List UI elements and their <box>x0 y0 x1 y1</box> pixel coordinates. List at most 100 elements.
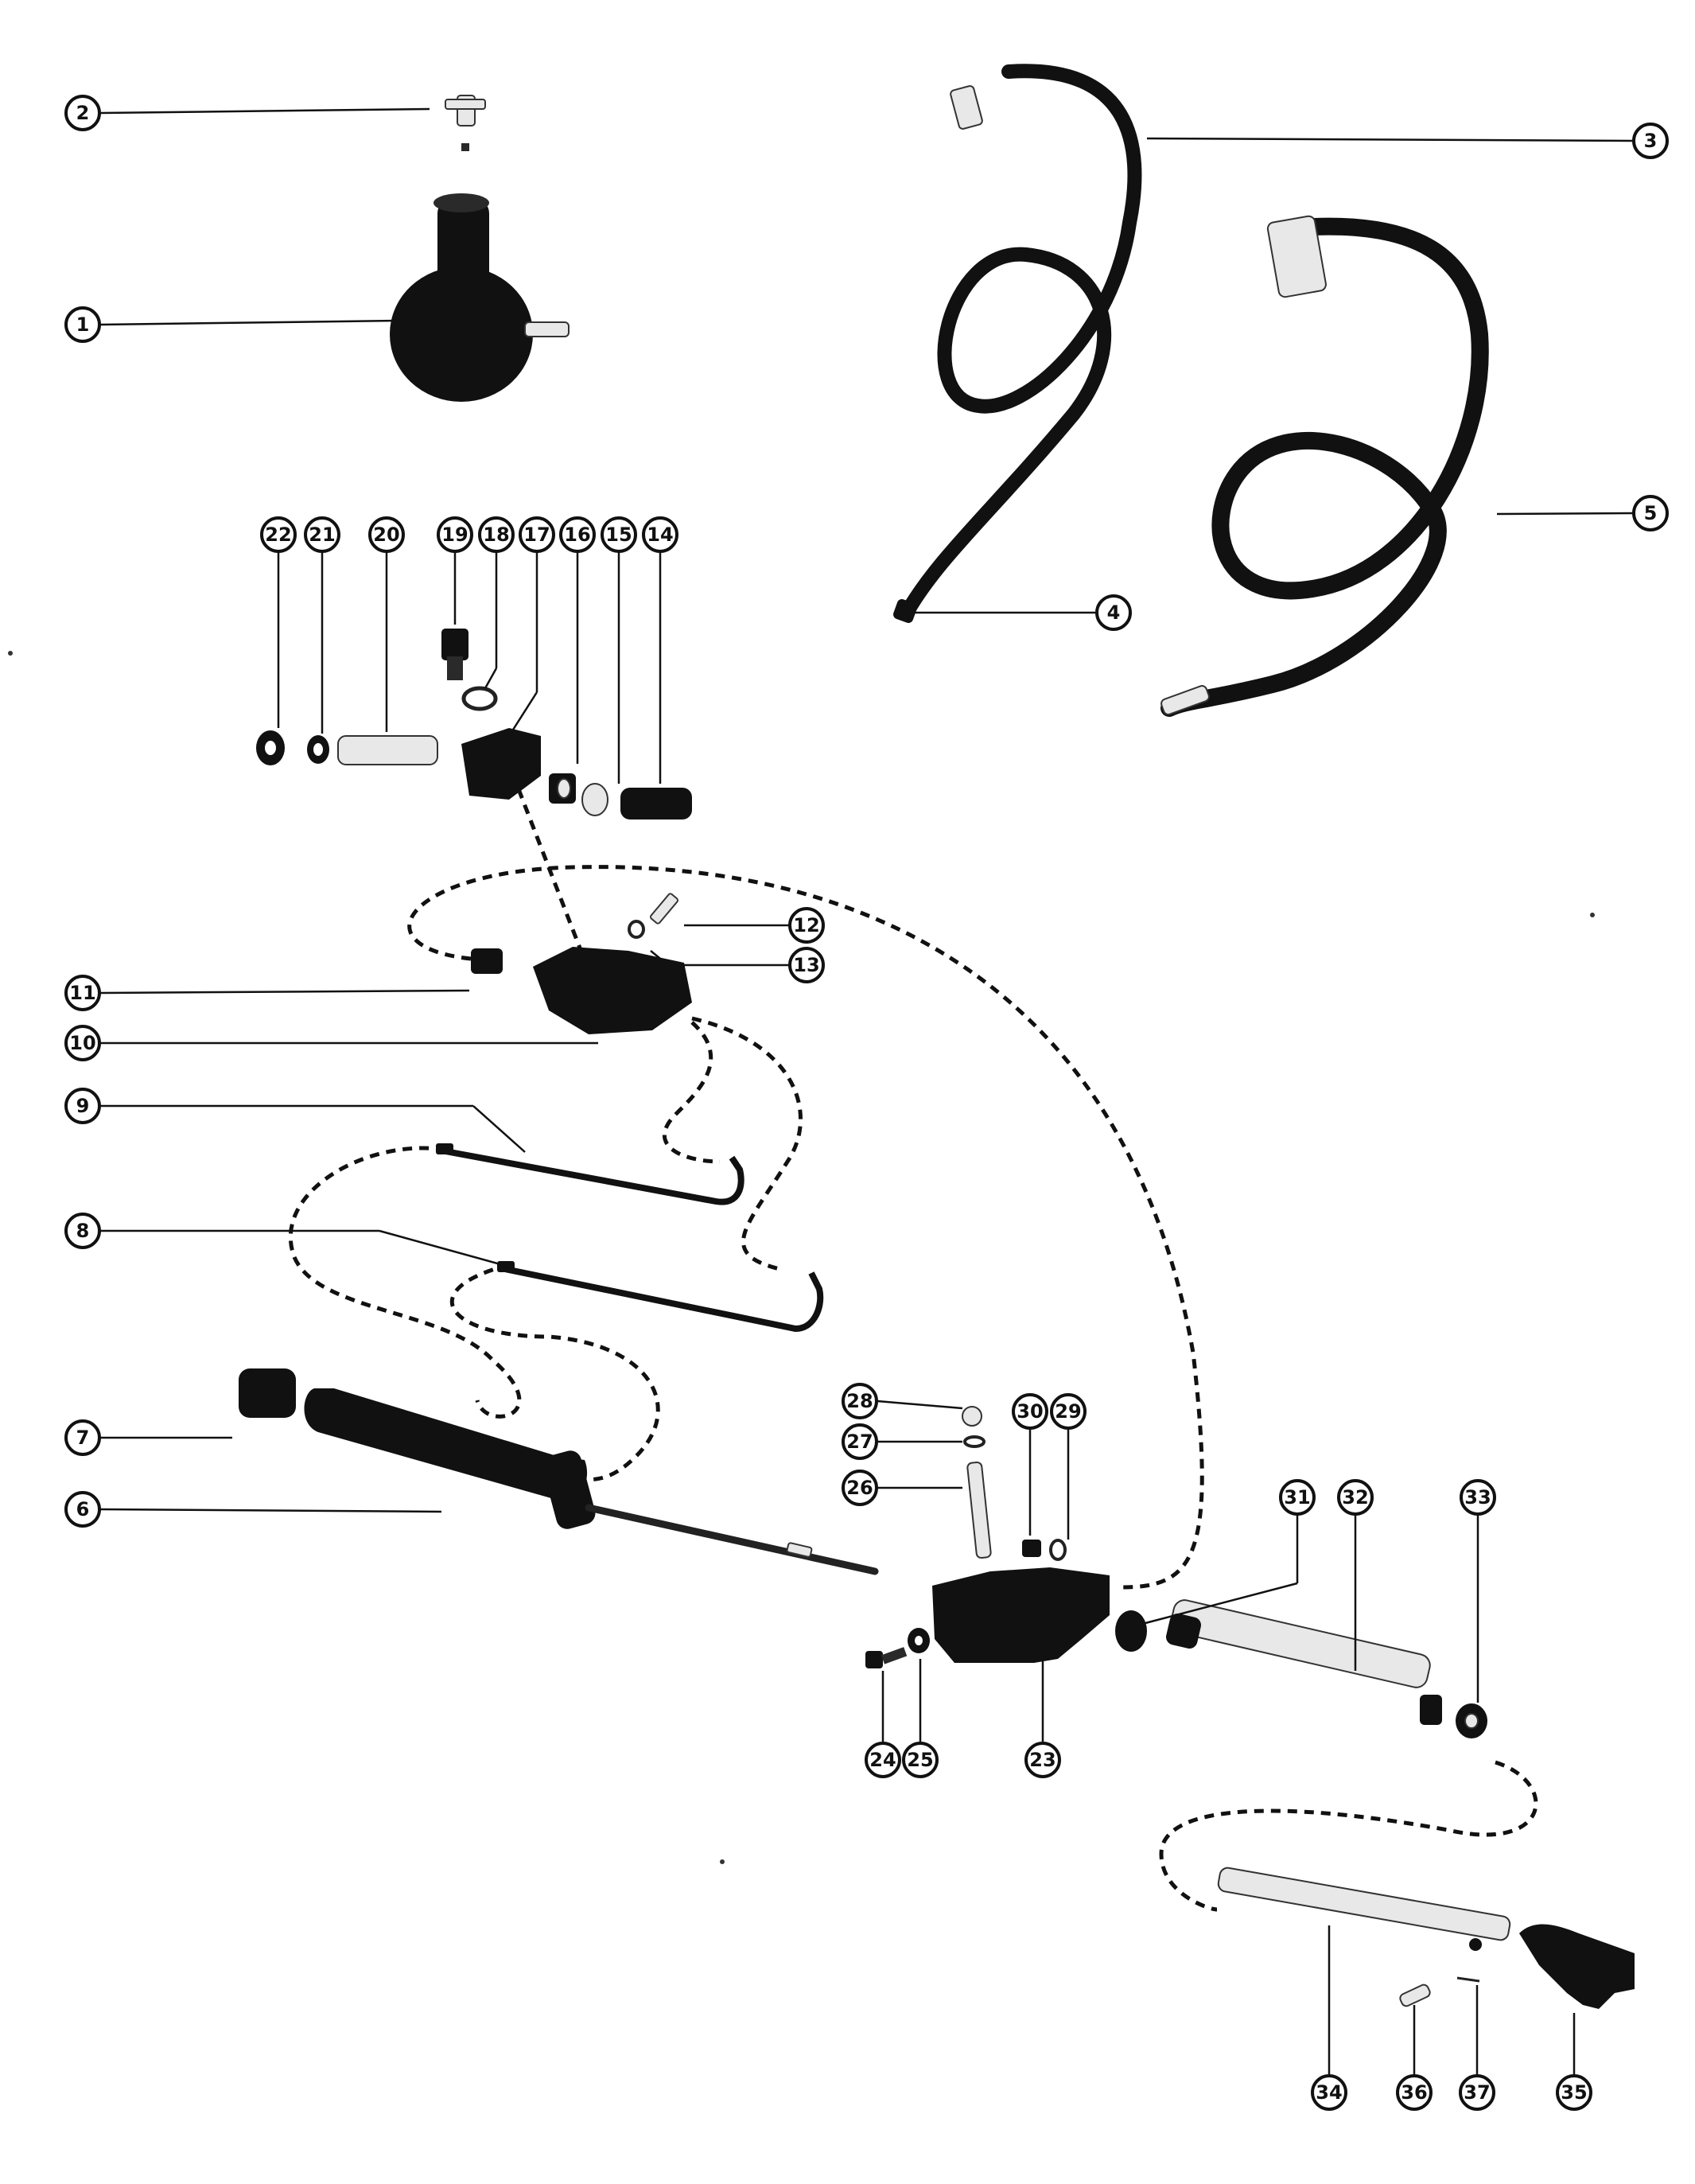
callout-26: 26 <box>842 1470 878 1506</box>
callout-number: 22 <box>265 524 291 546</box>
leader-5 <box>1496 512 1635 516</box>
callout-37: 37 <box>1459 2074 1495 2111</box>
parts <box>8 64 1635 2009</box>
callout-circle <box>304 516 340 553</box>
callout-number: 37 <box>1464 2081 1490 2104</box>
callout-circle <box>64 1088 101 1124</box>
callout-circle <box>1012 1393 1048 1430</box>
callout-number: 1 <box>76 313 90 336</box>
callout-17: 17 <box>519 516 555 553</box>
callout-number: 21 <box>309 524 335 546</box>
callout-36: 36 <box>1396 2074 1433 2111</box>
part-24-bolt <box>865 1647 908 1668</box>
leader-18b <box>484 668 498 689</box>
callout-number: 5 <box>1644 502 1658 524</box>
callout-circle <box>642 516 678 553</box>
callout-number: 3 <box>1644 130 1658 152</box>
part-23-bracket <box>932 1567 1110 1663</box>
callout-circle <box>1460 1479 1496 1516</box>
callout-circle <box>1279 1479 1316 1516</box>
callout-16: 16 <box>559 516 596 553</box>
callout-number: 29 <box>1055 1400 1081 1423</box>
callout-circle <box>1095 594 1132 631</box>
callout-1: 1 <box>64 306 101 343</box>
callout-number: 6 <box>76 1498 90 1520</box>
callout-11: 11 <box>64 975 101 1011</box>
callout-25: 25 <box>902 1742 939 1778</box>
callout-24: 24 <box>865 1742 901 1778</box>
callout-14: 14 <box>642 516 678 553</box>
part-2-fitting <box>445 95 486 151</box>
part-5-hose <box>1160 215 1489 717</box>
part-21-washer <box>307 735 329 764</box>
part-34-rod <box>1217 1867 1511 1951</box>
callout-circle <box>1337 1479 1374 1516</box>
callout-number: 19 <box>441 524 468 546</box>
callout-circle <box>865 1742 901 1778</box>
callout-number: 12 <box>793 914 819 936</box>
part-36-pin <box>1399 1984 1431 2007</box>
callout-21: 21 <box>304 516 340 553</box>
leader-lines <box>99 107 1635 2075</box>
callout-22: 22 <box>260 516 297 553</box>
part-11-fitting <box>471 948 503 974</box>
callout-circle <box>64 1419 101 1456</box>
part-1-pump-reservoir <box>390 193 570 402</box>
callout-circle <box>478 516 515 553</box>
dash-10-to-9 <box>663 1021 721 1164</box>
callout-number: 17 <box>523 524 550 546</box>
callout-circle <box>64 306 101 343</box>
callout-6: 6 <box>64 1491 101 1528</box>
callout-number: 10 <box>69 1032 95 1054</box>
part-15-seal <box>581 783 608 816</box>
part-12-bolt <box>650 893 678 925</box>
part-28-nut <box>962 1406 982 1427</box>
callout-circle <box>437 516 473 553</box>
part-32-tube <box>1166 1599 1442 1725</box>
assembly-dashed-lines <box>288 788 1538 1912</box>
leader-28 <box>877 1400 963 1410</box>
callout-number: 24 <box>869 1749 896 1771</box>
callout-circle <box>64 1025 101 1061</box>
part-29-o-ring <box>1049 1539 1067 1561</box>
callout-number: 26 <box>846 1477 873 1499</box>
dash-9-to-6 <box>288 1146 522 1419</box>
callout-4: 4 <box>1095 594 1132 631</box>
callout-23: 23 <box>1024 1742 1061 1778</box>
part-9-tube <box>436 1143 744 1205</box>
part-30-bushing <box>1022 1540 1041 1557</box>
dash-17-to-10 <box>516 788 591 971</box>
callout-30: 30 <box>1012 1393 1048 1430</box>
callout-28: 28 <box>842 1383 878 1419</box>
callout-29: 29 <box>1050 1393 1087 1430</box>
leader-6 <box>99 1508 442 1513</box>
callout-circle <box>1311 2074 1347 2111</box>
leader-3 <box>1146 137 1635 142</box>
callout-circle <box>1024 1742 1061 1778</box>
leader-17b <box>507 691 538 737</box>
callout-19: 19 <box>437 516 473 553</box>
part-20-sleeve <box>337 735 438 765</box>
dash-33-to-34 <box>1159 1760 1538 1912</box>
callout-number: 25 <box>907 1749 933 1771</box>
callout-circle <box>519 516 555 553</box>
callout-number: 33 <box>1464 1486 1491 1509</box>
dash-10-to-8 <box>691 1016 803 1271</box>
callout-5: 5 <box>1632 495 1669 531</box>
part-13-washer <box>628 920 645 939</box>
leader-31b <box>1145 1582 1298 1625</box>
callout-9: 9 <box>64 1088 101 1124</box>
callout-circle <box>601 516 637 553</box>
callout-circle <box>64 975 101 1011</box>
part-31-seal <box>1115 1610 1147 1652</box>
callout-number: 7 <box>76 1427 90 1449</box>
callout-12: 12 <box>788 907 825 944</box>
part-22-nut <box>256 730 285 765</box>
dash-8-to-6 <box>449 1263 660 1482</box>
callout-35: 35 <box>1556 2074 1592 2111</box>
callout-number: 34 <box>1316 2081 1342 2104</box>
part-27-washer <box>963 1435 986 1448</box>
leader-11 <box>99 989 470 995</box>
part-6-power-cylinder <box>304 1388 879 1575</box>
